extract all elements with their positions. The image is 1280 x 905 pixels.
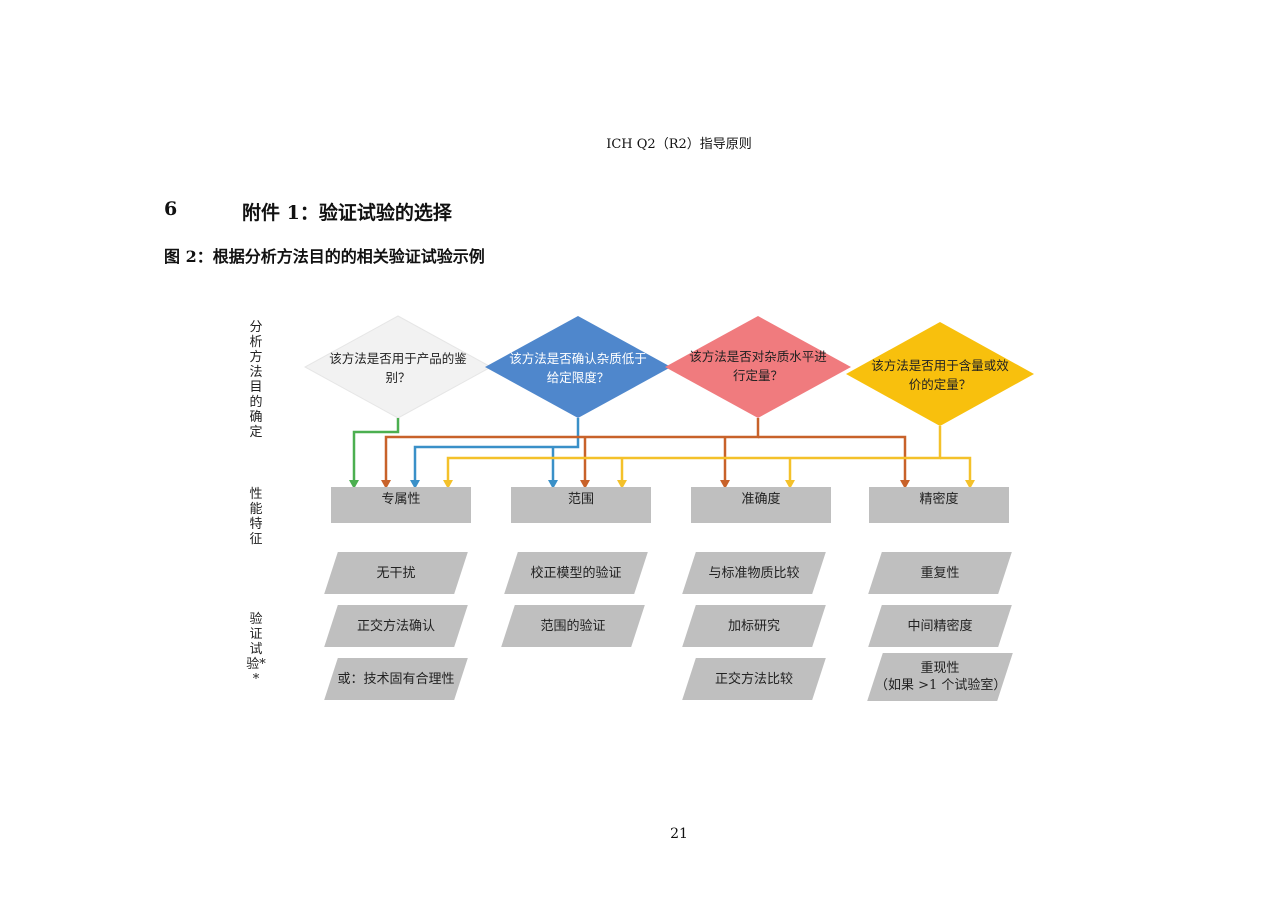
arrow-orange-2 [580,480,590,489]
arrow-blue-1 [410,480,420,489]
line-orange-2 [758,435,907,482]
test-intermediate-precision: 中间精密度 [875,605,1005,647]
test-range-validation: 范围的验证 [508,605,638,647]
question-impurity-quant: 该方法是否对杂质水平进行定量？ [689,349,827,383]
arrow-orange-4 [900,480,910,489]
arrow-orange-3 [720,480,730,489]
question-assay: 该方法是否用于含量或效价的定量？ [871,358,1009,392]
line-blue [413,418,580,482]
row-label-purpose: 分析方法目的确定 [249,320,263,440]
arrow-yellow-4 [965,480,975,489]
arrow-yellow-3 [785,480,795,489]
row-label-characteristics: 性能特征 [249,487,263,547]
test-spike-study: 加标研究 [689,605,819,647]
arrow-yellow-2 [617,480,627,489]
question-identification: 该方法是否用于产品的鉴别？ [329,351,467,385]
section-number: 6 [164,198,178,220]
section-title: 附件 1：验证试验的选择 [242,202,452,224]
test-intrinsic-justification: 或：技术固有合理性 [331,658,461,700]
diamond-impurity-quant [665,316,851,418]
arrow-orange-1 [381,480,391,489]
line-yellow-2 [940,456,972,482]
diamond-assay [846,322,1034,426]
characteristic-accuracy: 准确度 [691,487,831,523]
test-reference-comparison: 与标准物质比较 [689,552,819,594]
characteristic-precision: 精密度 [869,487,1009,523]
row-label-tests: 验证试验** [246,612,266,687]
arrow-blue-2 [548,480,558,489]
question-impurity-limit: 该方法是否确认杂质低于给定限度？ [509,351,647,385]
characteristic-range: 范围 [511,487,651,523]
diamond-impurity-limit [485,316,671,418]
line-orange [384,418,760,482]
arrow-green [349,480,359,489]
page-number: 21 [670,826,688,842]
figure-title: 图 2：根据分析方法目的的相关验证试验示例 [164,247,485,266]
test-orthogonal-comparison: 正交方法比较 [689,658,819,700]
test-calibration-model: 校正模型的验证 [511,552,641,594]
line-green [352,418,400,482]
characteristic-specificity: 专属性 [331,487,471,523]
line-yellow [446,426,942,482]
test-repeatability: 重复性 [875,552,1005,594]
test-reproducibility: 重现性 （如果 >1 个试验室） [875,653,1006,701]
page-header: ICH Q2（R2）指导原则 [606,137,752,152]
test-orthogonal-confirmation: 正交方法确认 [331,605,461,647]
arrow-yellow-1 [443,480,453,489]
test-no-interference: 无干扰 [331,552,461,594]
